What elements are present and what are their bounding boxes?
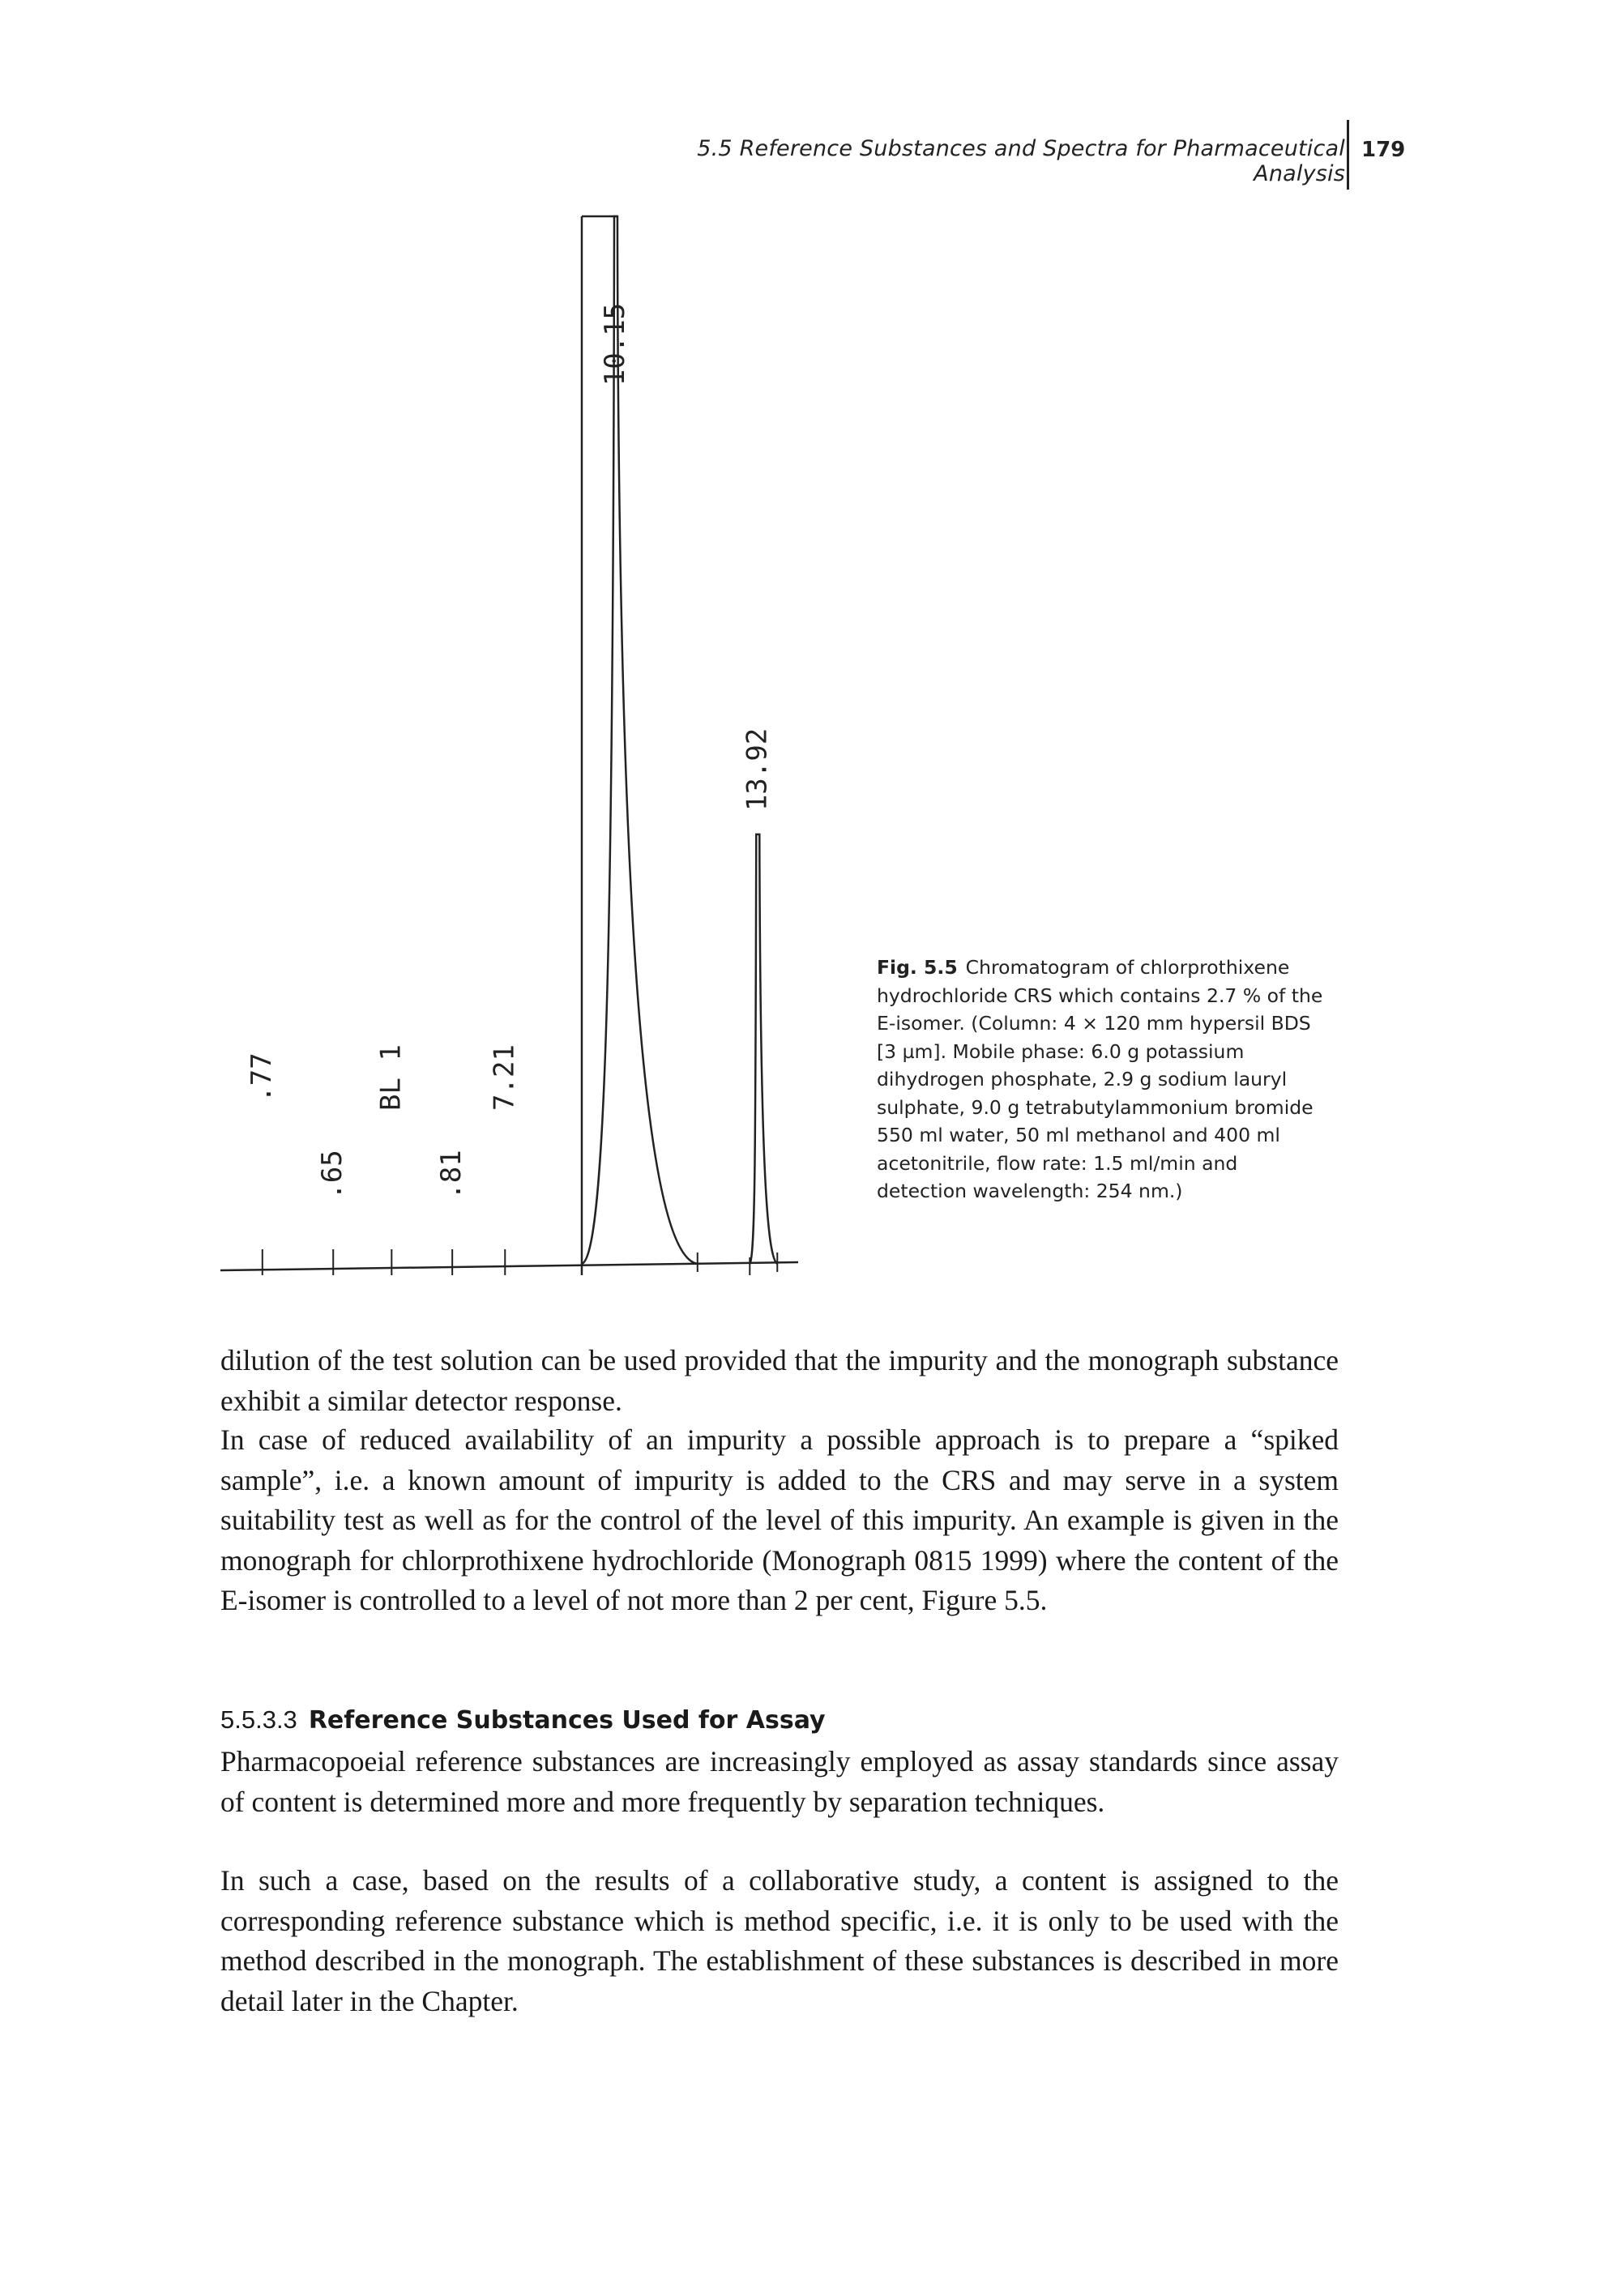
running-head: 5.5 Reference Substances and Spectra for… [697, 136, 1345, 186]
paragraph-text: In such a case, based on the results of … [220, 1864, 1339, 2017]
header-rule [1347, 120, 1349, 190]
figure-caption-text: Chromatogram of chlorprothixene hydrochl… [877, 956, 1323, 1202]
body-paragraph-2: In case of reduced availability of an im… [220, 1420, 1339, 1621]
section-heading: 5.5.3.3 Reference Substances Used for Ass… [220, 1704, 1339, 1737]
peak-1392 [749, 833, 779, 1265]
paragraph-text: Pharmacopoeial reference substances are … [220, 1745, 1339, 1818]
section-title: Reference Substances Used for Assay [308, 1706, 826, 1735]
body-paragraph-3: Pharmacopoeial reference substances are … [220, 1742, 1339, 1822]
body-paragraph-4: In such a case, based on the results of … [220, 1861, 1339, 2021]
page-number: 179 [1361, 138, 1406, 162]
paragraph-text: In case of reduced availability of an im… [220, 1423, 1339, 1616]
peak-label: 13.92 [741, 728, 773, 811]
peak-label: 10.15 [599, 303, 631, 386]
chromatogram-svg: .77 .65 BL 1 .81 7.21 10.15 13.92 [220, 215, 799, 1275]
peak-label: .77 [246, 1052, 278, 1102]
peak-label: 7.21 [488, 1044, 520, 1111]
paragraph-text: dilution of the test solution can be use… [220, 1344, 1339, 1417]
baseline [220, 1261, 799, 1272]
peak-label: BL 1 [374, 1044, 407, 1111]
peak-label: .65 [316, 1150, 348, 1199]
figure-label: Fig. 5.5 [877, 956, 958, 979]
section-number: 5.5.3.3 [220, 1705, 297, 1734]
body-paragraph-1: dilution of the test solution can be use… [220, 1341, 1339, 1421]
chromatogram-figure: .77 .65 BL 1 .81 7.21 10.15 13.92 [219, 207, 802, 1317]
peak-label: .81 [435, 1150, 468, 1199]
